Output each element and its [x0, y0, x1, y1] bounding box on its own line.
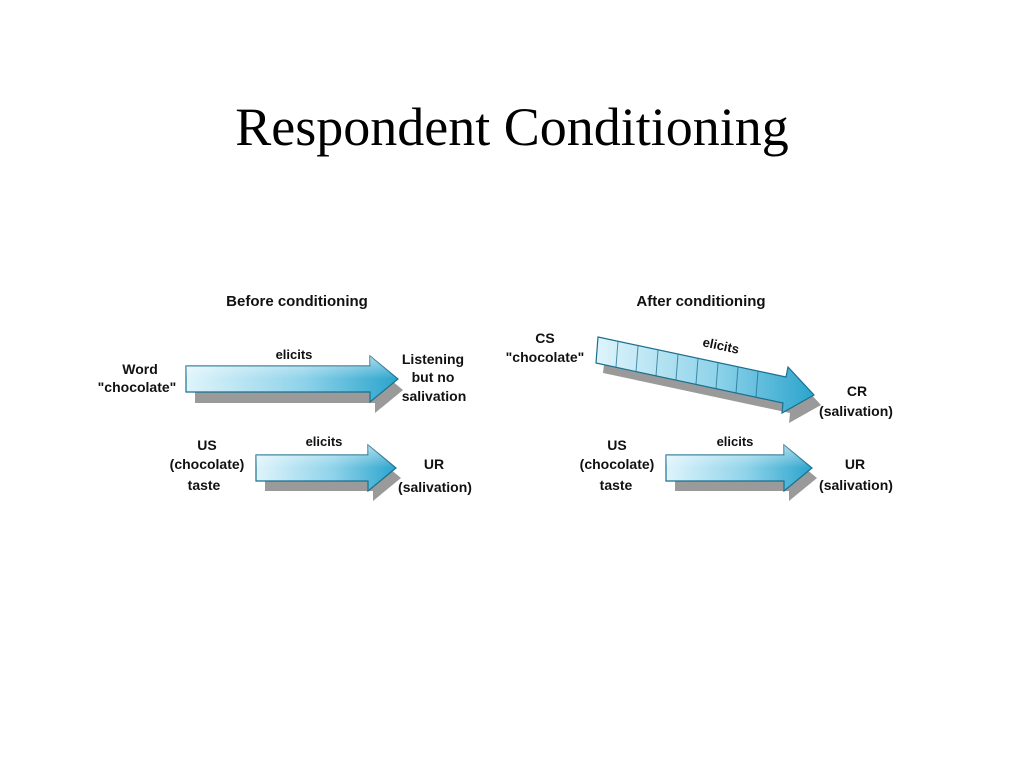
before-ur-line1: UR	[424, 456, 444, 472]
before-response-line1: Listening	[402, 351, 464, 367]
before-word-stimulus-line1: Word	[122, 361, 158, 377]
before-conditioning-title: Before conditioning	[226, 293, 368, 310]
after-us-line2: (chocolate)	[580, 456, 655, 472]
after-ur-line2: (salivation)	[819, 477, 893, 493]
after-us-line1: US	[607, 437, 626, 453]
after-cr-line1: CR	[847, 383, 867, 399]
before-ur-line2: (salivation)	[398, 479, 472, 495]
before-response-line3: salivation	[402, 388, 467, 404]
before-row1-elicits-label: elicits	[276, 347, 313, 362]
after-cs-line2: "chocolate"	[506, 349, 585, 365]
before-us-line1: US	[197, 437, 216, 453]
after-row2-arrow	[665, 443, 817, 501]
after-ur-line1: UR	[845, 456, 865, 472]
before-response-line2: but no	[412, 369, 455, 385]
before-row2-elicits-label: elicits	[306, 434, 343, 449]
before-us-line3: taste	[188, 477, 221, 493]
before-row2-arrow	[255, 443, 401, 501]
after-row1-elicits-label: elicits	[701, 334, 740, 356]
slide-title: Respondent Conditioning	[235, 97, 789, 157]
before-us-line2: (chocolate)	[170, 456, 245, 472]
after-us-line3: taste	[600, 477, 633, 493]
before-word-stimulus-line2: "chocolate"	[98, 379, 177, 395]
after-row1-segmented-arrow	[595, 336, 821, 423]
before-row1-arrow	[185, 354, 403, 413]
after-cr-line2: (salivation)	[819, 403, 893, 419]
after-row2-elicits-label: elicits	[717, 434, 754, 449]
after-cs-line1: CS	[535, 330, 554, 346]
after-conditioning-title: After conditioning	[636, 293, 765, 310]
